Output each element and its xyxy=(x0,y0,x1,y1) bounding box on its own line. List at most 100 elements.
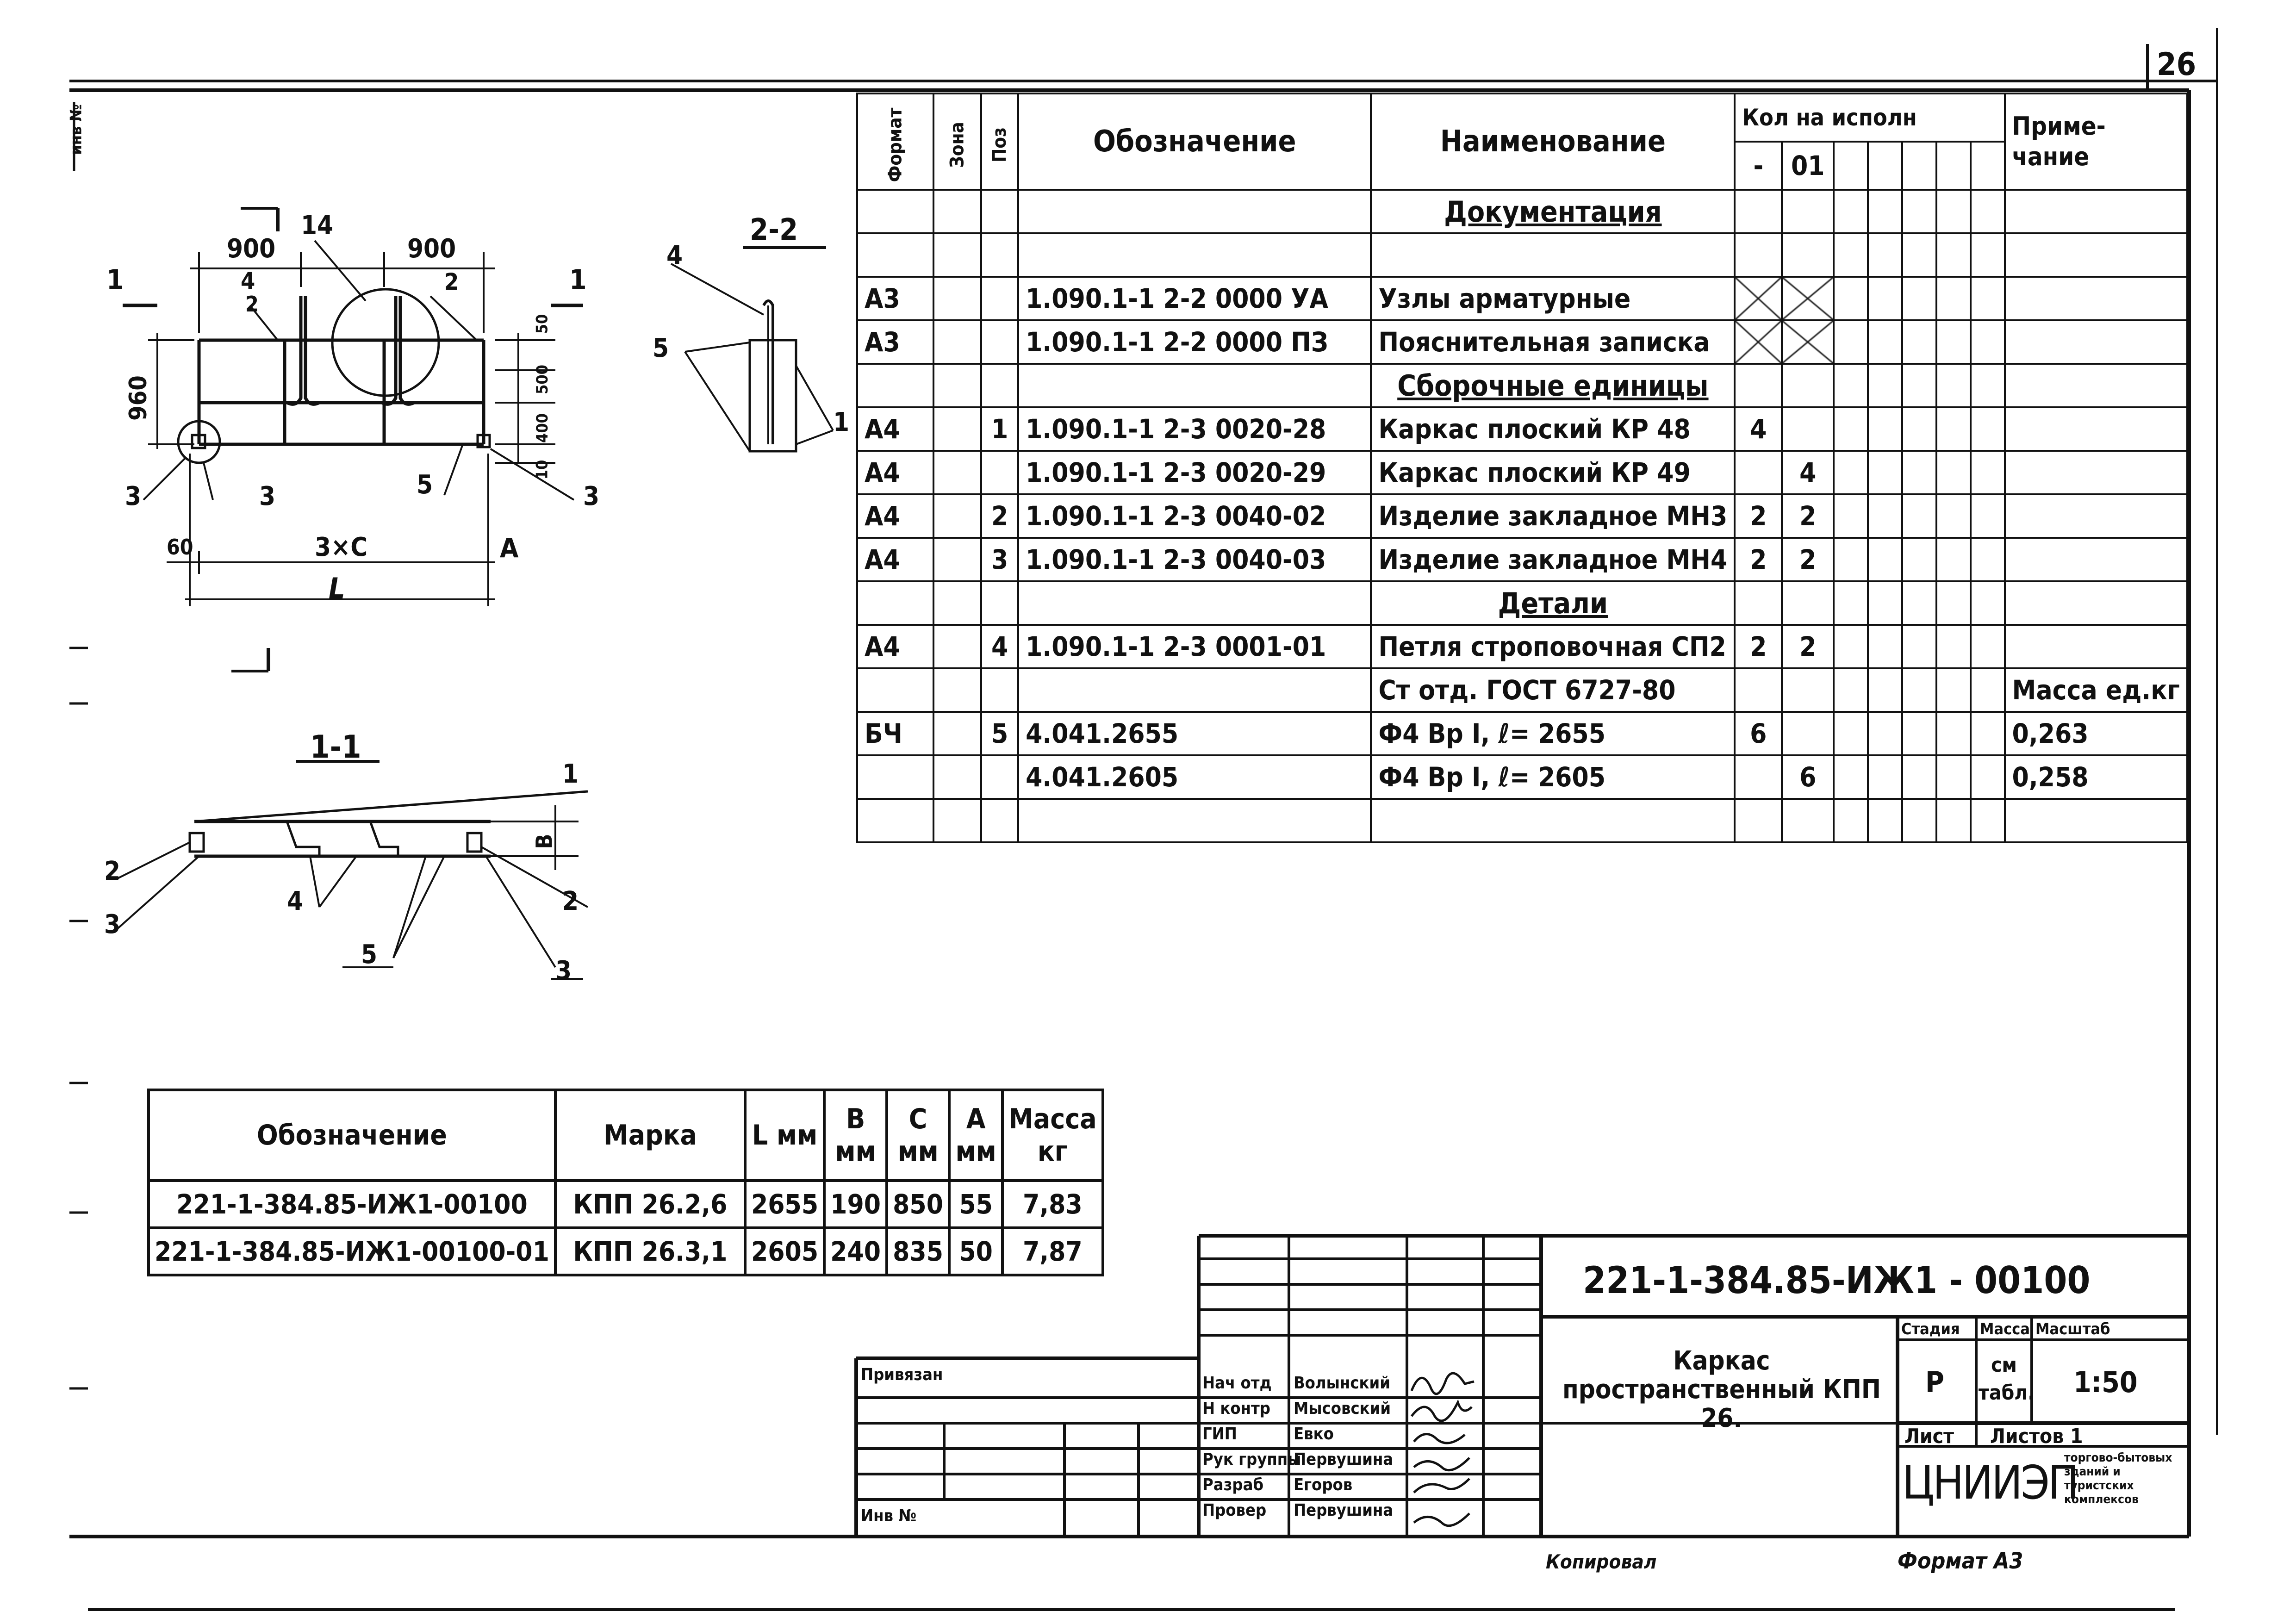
spec-cell-empty xyxy=(1833,580,1869,626)
spec-cell-note: 0,258 xyxy=(2004,754,2189,800)
privyazan-label: Привязан xyxy=(861,1365,943,1384)
spec-cell-qty-2 xyxy=(1781,711,1835,756)
spec-cell-designation: 1.090.1-1 2-3 0040-03 xyxy=(1017,537,1372,582)
spec-cell-empty xyxy=(1901,624,1937,669)
spec-cell-designation xyxy=(1017,798,1372,843)
spec-cell-designation: 1.090.1-1 2-3 0020-28 xyxy=(1017,406,1372,452)
spec-cell-name: Каркас плоский КР 49 xyxy=(1370,450,1736,495)
spec-cell-pos: 5 xyxy=(980,711,1020,756)
spec-cell-qty-1 xyxy=(1734,580,1783,626)
sec1-label-5: 5 xyxy=(361,940,378,970)
spec-cell-empty xyxy=(1833,406,1869,452)
spec-cell-zone xyxy=(932,363,983,408)
pos-label-3c: 3 xyxy=(583,481,600,511)
col-format-header: Формат xyxy=(856,93,934,191)
spec-cell-zone xyxy=(932,754,983,800)
spec-cell-empty xyxy=(1969,276,2006,321)
col-pos-header: Поз xyxy=(980,93,1020,191)
sec1-label-1: 1 xyxy=(562,759,579,789)
spec-cell-zone xyxy=(932,406,983,452)
spec-cell-pos xyxy=(980,232,1020,278)
col-name-header: Наименование xyxy=(1370,93,1736,191)
sec1-label-3a: 3 xyxy=(104,909,121,940)
spec-cell-empty xyxy=(1867,537,1904,582)
spec-cell-empty xyxy=(1935,580,1972,626)
spec-cell-name: Сборочные единицы xyxy=(1370,363,1736,408)
spec-cell-qty-1: 4 xyxy=(1734,406,1783,452)
spec-cell-note xyxy=(2004,232,2189,278)
role-label: Нач отд xyxy=(1202,1374,1272,1393)
spec-cell-empty xyxy=(1867,493,1904,539)
spec-cell-empty xyxy=(1833,493,1869,539)
spec-cell-zone xyxy=(932,189,983,234)
spec-cell-designation xyxy=(1017,580,1372,626)
spec-cell-format: А3 xyxy=(856,276,934,321)
spec-cell-format: А4 xyxy=(856,624,934,669)
spec-cell-empty xyxy=(1935,319,1972,365)
spec-cell-qty-1 xyxy=(1734,189,1783,234)
dims-cell: 850 xyxy=(885,1179,951,1229)
sheet-label: Лист xyxy=(1904,1425,1954,1448)
pos-label-4: 4 xyxy=(241,268,255,294)
spec-cell-qty-2 xyxy=(1781,319,1835,365)
spec-cell-empty xyxy=(1867,450,1904,495)
spec-cell-empty xyxy=(1833,276,1869,321)
spec-cell-note: Масса ед.кг xyxy=(2004,667,2189,713)
spec-cell-qty-2: 6 xyxy=(1781,754,1835,800)
spec-cell-name xyxy=(1370,232,1736,278)
spec-cell-zone xyxy=(932,232,983,278)
spec-row: Сборочные единицы xyxy=(856,363,2189,408)
spec-cell-zone xyxy=(932,624,983,669)
spec-cell-empty xyxy=(1901,319,1937,365)
role-label: Провер xyxy=(1202,1501,1267,1520)
dims-cell: 2655 xyxy=(743,1179,826,1229)
spec-cell-empty xyxy=(1901,798,1937,843)
spec-cell-qty-2: 2 xyxy=(1781,493,1835,539)
dims-cell: КПП 26.2,6 xyxy=(554,1179,747,1229)
spec-cell-empty xyxy=(1935,537,1972,582)
spec-cell-empty xyxy=(1867,276,1904,321)
spec-cell-empty xyxy=(1833,189,1869,234)
spec-cell-qty-1 xyxy=(1734,798,1783,843)
col-designation-header: Обозначение xyxy=(1017,93,1372,191)
spec-cell-empty xyxy=(1969,189,2006,234)
role-person: Первушина xyxy=(1294,1501,1394,1520)
spec-cell-empty xyxy=(1901,450,1937,495)
spec-cell-note xyxy=(2004,276,2189,321)
spec-cell-name: Детали xyxy=(1370,580,1736,626)
spec-cell-qty-1: 2 xyxy=(1734,537,1783,582)
spec-cell-empty xyxy=(1901,406,1937,452)
spec-cell-format: А4 xyxy=(856,450,934,495)
spec-cell-empty xyxy=(1901,537,1937,582)
spec-cell-empty xyxy=(1969,667,2006,713)
spec-cell-designation: 1.090.1-1 2-3 0001-01 xyxy=(1017,624,1372,669)
spec-cell-pos xyxy=(980,276,1020,321)
stage-value: Р xyxy=(1925,1365,1944,1399)
spec-cell-note: 0,263 xyxy=(2004,711,2189,756)
spec-cell-empty xyxy=(1833,319,1869,365)
spec-cell-name: Каркас плоский КР 48 xyxy=(1370,406,1736,452)
spec-cell-qty-2: 2 xyxy=(1781,537,1835,582)
spec-cell-format: БЧ xyxy=(856,711,934,756)
footer-copied: Копировал xyxy=(1546,1550,1657,1573)
dims-header-cell: Обозначение xyxy=(147,1089,557,1182)
spec-cell-zone xyxy=(932,798,983,843)
spec-cell-qty-2 xyxy=(1781,232,1835,278)
dims-cell: 835 xyxy=(885,1226,951,1276)
section-mark-1-left: 1 xyxy=(106,264,124,296)
spec-cell-empty xyxy=(1969,711,2006,756)
spec-cell-note xyxy=(2004,450,2189,495)
pos-label-2b: 2 xyxy=(444,268,459,295)
dim-label-3c: 3×C xyxy=(315,532,368,562)
footer-format: Формат А3 xyxy=(1898,1548,2023,1574)
spec-cell-zone xyxy=(932,450,983,495)
dims-header-cell: Марка xyxy=(554,1089,747,1182)
spec-cell-empty xyxy=(1901,667,1937,713)
spec-cell-empty xyxy=(1867,363,1904,408)
